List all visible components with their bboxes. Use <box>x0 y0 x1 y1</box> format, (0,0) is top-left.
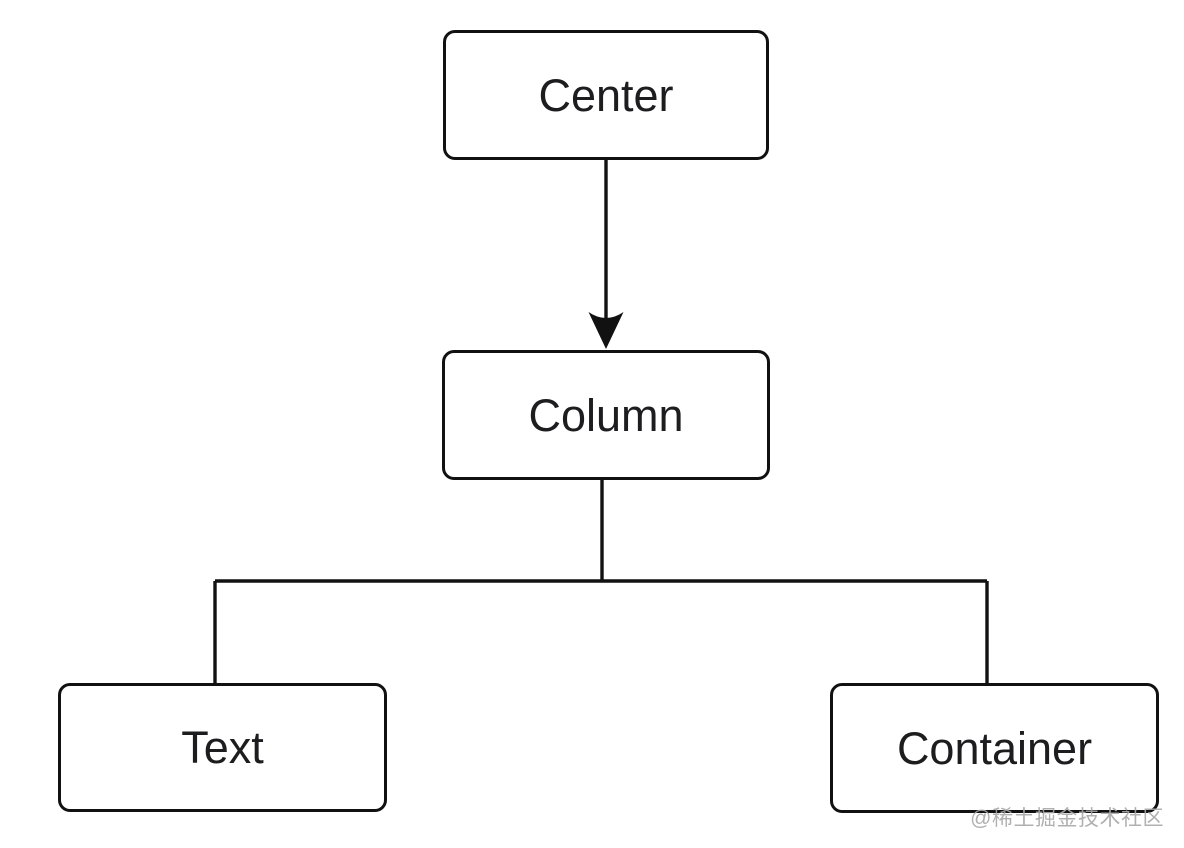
edge-column-to-children <box>213 480 989 683</box>
watermark: @稀土掘金技术社区 <box>970 807 1164 830</box>
node-container-label: Container <box>896 722 1093 774</box>
node-container: Container <box>830 683 1159 813</box>
node-center: Center <box>443 30 769 160</box>
node-text-label: Text <box>181 722 264 773</box>
node-text: Text <box>58 683 387 812</box>
node-column-label: Column <box>528 389 684 441</box>
node-center-label: Center <box>538 69 674 121</box>
node-column: Column <box>442 350 770 480</box>
arrow-down-icon <box>588 312 624 349</box>
